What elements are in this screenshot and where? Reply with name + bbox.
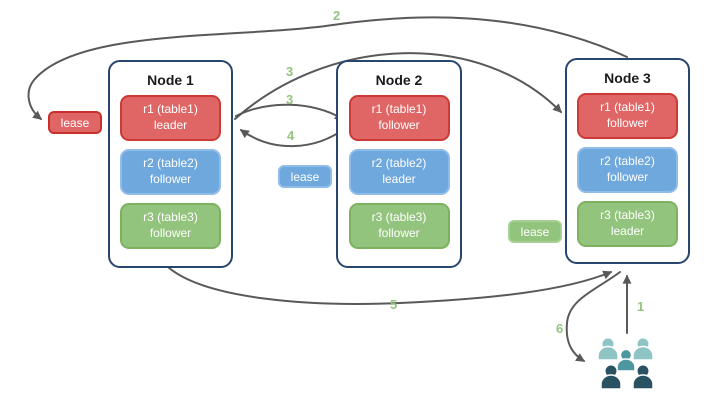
node-3: Node 3 r1 (table1) follower r2 (table2) … [565, 58, 690, 264]
replica-name: r1 (table1) [143, 102, 198, 117]
node-1-replica-r3: r3 (table3) follower [120, 203, 221, 249]
replica-role: leader [610, 224, 645, 238]
node-2-replica-r2: r2 (table2) leader [348, 149, 450, 195]
replica-name: r2 (table2) [600, 154, 655, 169]
replica-role: follower [378, 226, 420, 240]
replica-role: follower [606, 116, 649, 130]
replica-name: r3 (table3) [600, 208, 655, 223]
replica-role: leader [153, 118, 188, 132]
node-1: Node 1 r1 (table1) leader r2 (table2) fo… [108, 60, 233, 268]
replica-role: follower [149, 172, 192, 186]
step-label-5: 5 [390, 297, 398, 312]
replica-name: r1 (table1) [600, 100, 655, 115]
replica-role: leader [382, 172, 416, 186]
replica-name: r2 (table2) [371, 156, 427, 171]
step-label-2: 2 [333, 8, 341, 23]
step-label-1: 1 [637, 299, 645, 314]
node-2: Node 2 r1 (table1) follower r2 (table2) … [336, 60, 462, 268]
node-3-replica-r2: r2 (table2) follower [577, 147, 678, 193]
users-group-icon [597, 337, 654, 390]
replica-name: r2 (table2) [143, 156, 198, 171]
step-label-3b: 3 [286, 92, 294, 107]
replica-name: r1 (table1) [371, 102, 427, 117]
node-2-replica-r1: r1 (table1) follower [348, 95, 450, 141]
replica-name: r3 (table3) [143, 210, 198, 225]
node-1-title: Node 1 [147, 72, 194, 88]
node-1-replica-r1: r1 (table1) leader [120, 95, 221, 141]
lease-badge-table2: lease [278, 165, 332, 188]
replica-role: follower [149, 226, 192, 240]
step-label-4: 4 [287, 128, 295, 143]
lease-badge-table3: lease [508, 220, 562, 243]
node-2-replica-r3: r3 (table3) follower [348, 203, 450, 249]
replica-name: r3 (table3) [371, 210, 427, 225]
step-label-6: 6 [556, 321, 564, 336]
node-1-replica-r2: r2 (table2) follower [120, 149, 221, 195]
node-3-replica-r1: r1 (table1) follower [577, 93, 678, 139]
node-2-title: Node 2 [375, 72, 423, 88]
replica-role: follower [606, 170, 649, 184]
lease-badge-table1: lease [48, 111, 102, 134]
node-3-replica-r3: r3 (table3) leader [577, 201, 678, 247]
node-3-title: Node 3 [604, 70, 651, 86]
step-label-3a: 3 [286, 64, 294, 79]
replica-role: follower [378, 118, 420, 132]
